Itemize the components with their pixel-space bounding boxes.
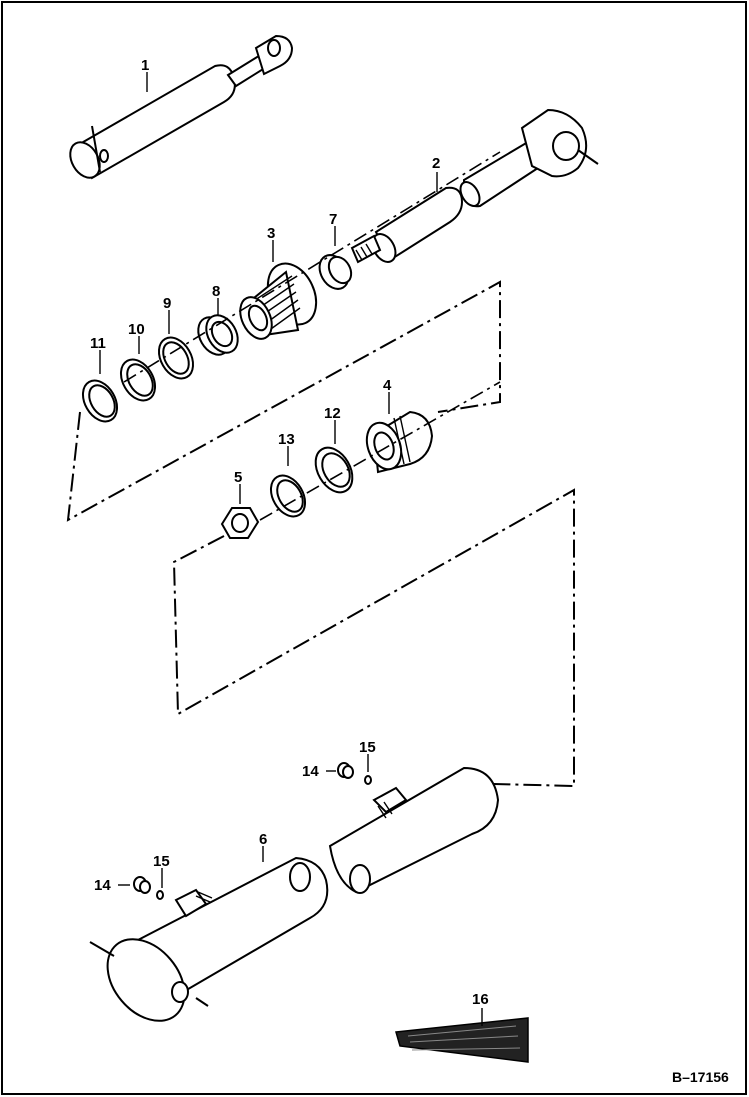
piston-ring-part-13[interactable] <box>264 469 312 522</box>
connector-line-1 <box>66 280 501 522</box>
o-ring-part-15-upper[interactable] <box>364 775 372 785</box>
callout-14-lower: 14 <box>94 877 111 894</box>
callout-2: 2 <box>432 155 440 172</box>
callout-5: 5 <box>234 469 242 486</box>
axis-line-middle <box>259 381 501 521</box>
piston-seal-part-12[interactable] <box>308 441 360 499</box>
callout-11: 11 <box>90 335 106 352</box>
callout-1: 1 <box>141 57 149 74</box>
nut-part[interactable] <box>220 507 260 539</box>
callout-10: 10 <box>128 321 145 338</box>
decal-part[interactable] <box>395 1017 529 1063</box>
callout-3: 3 <box>267 225 275 242</box>
callout-labels: 1 2 3 7 8 9 10 11 4 12 13 5 6 14 15 14 1… <box>90 57 489 1008</box>
wiper-ring-part-11[interactable] <box>76 374 124 427</box>
rod-seal-part[interactable] <box>314 250 356 294</box>
backup-ring-part-10[interactable] <box>114 353 162 406</box>
callout-6: 6 <box>259 831 267 848</box>
breather-plug-part-14-lower[interactable] <box>133 876 151 894</box>
o-ring-part-15-lower[interactable] <box>156 890 164 900</box>
rod-part[interactable] <box>350 108 599 266</box>
callout-12: 12 <box>324 405 341 422</box>
callout-9: 9 <box>163 295 171 312</box>
wear-ring-part[interactable] <box>192 310 244 361</box>
figure-reference-code: B–17156 <box>672 1069 729 1085</box>
callout-7: 7 <box>329 211 337 228</box>
cylinder-assembly-part[interactable] <box>64 34 294 183</box>
callout-14-upper: 14 <box>302 763 319 780</box>
barrel-part-upper[interactable] <box>328 766 500 894</box>
callout-8: 8 <box>212 283 220 300</box>
o-ring-part-9[interactable] <box>152 331 200 384</box>
piston-part[interactable] <box>361 410 434 474</box>
connector-line-2 <box>172 488 575 788</box>
breather-plug-part-14-upper[interactable] <box>337 762 354 779</box>
axis-line-upper <box>123 151 501 383</box>
leader-lines <box>99 72 483 1026</box>
callout-16: 16 <box>472 991 489 1008</box>
callout-13: 13 <box>278 431 295 448</box>
gland-part[interactable] <box>234 256 325 344</box>
callout-4: 4 <box>383 377 392 394</box>
callout-15-upper: 15 <box>359 739 376 756</box>
barrel-part-lower[interactable] <box>89 856 329 1036</box>
callout-15-lower: 15 <box>153 853 170 870</box>
